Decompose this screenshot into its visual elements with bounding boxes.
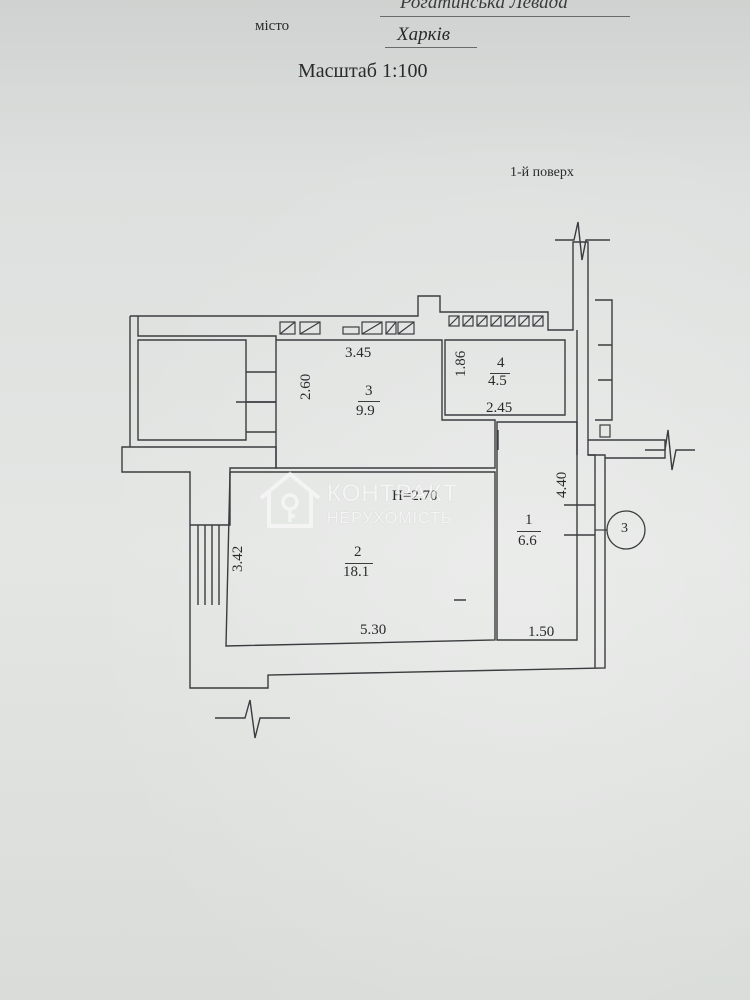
wall-mark-room1 <box>564 504 595 536</box>
top-wall-inner <box>137 316 277 340</box>
watermark-brand: КОНТРАКТ <box>327 480 459 507</box>
room3-outline <box>275 339 496 469</box>
room1-outline <box>496 421 578 641</box>
room4-outline <box>444 339 566 416</box>
city-underline <box>385 47 477 48</box>
stair-hatch <box>197 525 220 605</box>
room3-fraction-line <box>358 401 380 402</box>
city-value: Харків <box>397 24 451 45</box>
room1-fraction-line <box>517 531 541 532</box>
scale-label: Масштаб 1:100 <box>298 60 428 82</box>
dim-room4-width: 2.45 <box>486 400 513 416</box>
dim-room2-depth: 3.42 <box>230 545 246 572</box>
street-underline <box>380 16 630 17</box>
dim-room2-width: 5.30 <box>360 622 387 638</box>
room4-number: 4 <box>497 355 505 371</box>
break-line-bottom <box>215 699 290 739</box>
left-annex <box>137 339 247 441</box>
room2-fraction-line <box>345 563 373 564</box>
dim-room4-depth: 1.86 <box>453 350 469 377</box>
watermark: КОНТРАКТ НЕРУХОМІСТЬ <box>255 468 495 538</box>
room2-area: 18.1 <box>343 564 370 580</box>
dim-room1-width: 1.50 <box>528 624 555 640</box>
room1-number: 1 <box>525 512 533 528</box>
room3-area: 9.9 <box>356 403 375 419</box>
right-niche <box>595 299 613 421</box>
house-key-icon <box>259 471 321 528</box>
room1-area: 6.6 <box>518 533 537 549</box>
ceiling-height: H=2.70 <box>392 488 438 504</box>
break-line-top <box>555 221 610 261</box>
room4-area: 4.5 <box>488 373 507 389</box>
right-wall <box>576 330 596 668</box>
dim-room3-depth: 2.60 <box>298 373 314 400</box>
floor-label: 1-й поверх <box>510 165 574 180</box>
room3-number: 3 <box>365 383 373 399</box>
city-label: місто <box>255 18 290 34</box>
break-line-right <box>645 429 695 471</box>
room4-fraction-line <box>490 373 510 374</box>
watermark-sub: НЕРУХОМІСТЬ <box>327 510 453 527</box>
street-name: Рогатинська Левада <box>400 0 568 13</box>
dim-room1-length: 4.40 <box>554 471 570 498</box>
stair-marker-number: 3 <box>621 521 628 536</box>
dim-room3-width: 3.45 <box>345 345 372 361</box>
room2-outline <box>225 471 496 647</box>
room2-number: 2 <box>354 544 362 560</box>
wall-mark-left <box>236 401 466 601</box>
